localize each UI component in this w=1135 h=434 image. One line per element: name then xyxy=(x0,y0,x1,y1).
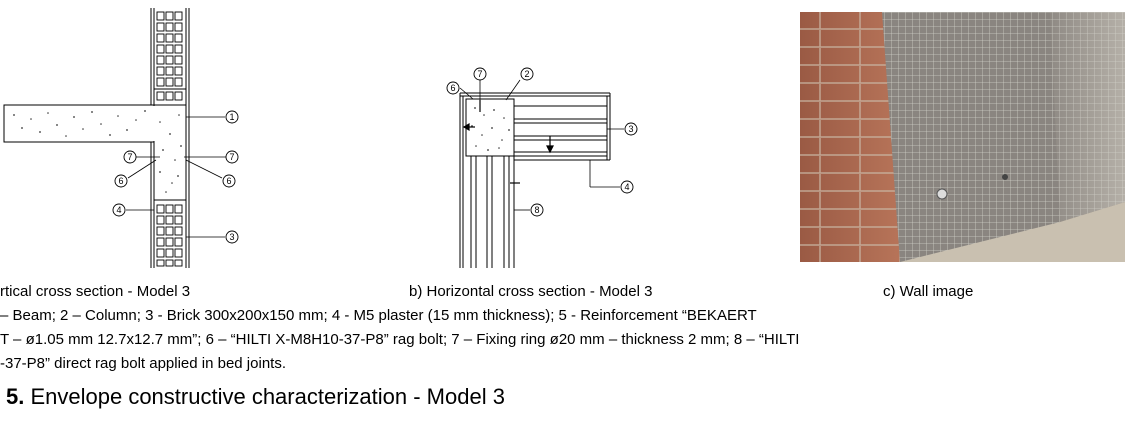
label-a-6-left: 6 xyxy=(118,176,123,186)
brick-lower xyxy=(156,204,183,267)
label-a-1: 1 xyxy=(229,112,234,122)
label-b-7: 7 xyxy=(477,69,482,79)
legend-line-3: -37-P8” direct rag bolt applied in bed j… xyxy=(0,355,286,372)
figure-title-text: Envelope constructive characterization -… xyxy=(24,384,505,409)
label-a-7-right: 7 xyxy=(229,152,234,162)
panel-a-drawing: 1 7 7 6 6 4 3 xyxy=(3,8,239,268)
brick-upper xyxy=(154,11,186,101)
label-a-6-right: 6 xyxy=(226,176,231,186)
wall-photo xyxy=(800,12,1125,262)
concrete-dots xyxy=(13,110,182,193)
label-a-7-left: 7 xyxy=(127,152,132,162)
panel-b-caption: b) Horizontal cross section - Model 3 xyxy=(409,283,653,300)
legend-line-2: T – ø1.05 mm 12.7x12.7 mm”; 6 – “HILTI X… xyxy=(0,331,800,348)
label-b-4: 4 xyxy=(624,182,629,192)
panel-b-drawing: 7 2 6 3 4 8 xyxy=(446,67,638,268)
panel-a-caption: rtical cross section - Model 3 xyxy=(0,283,191,300)
label-b-2: 2 xyxy=(524,69,529,79)
figure-title: 5. Envelope constructive characterizatio… xyxy=(6,384,505,410)
label-b-6: 6 xyxy=(450,83,455,93)
label-a-4: 4 xyxy=(116,205,121,215)
label-b-3: 3 xyxy=(628,124,633,134)
legend-line-1: – Beam; 2 – Column; 3 - Brick 300x200x15… xyxy=(0,307,757,324)
panel-c-caption: c) Wall image xyxy=(883,283,974,300)
label-b-8: 8 xyxy=(534,205,539,215)
figure-number: 5. xyxy=(6,384,25,409)
label-a-3: 3 xyxy=(229,232,234,242)
